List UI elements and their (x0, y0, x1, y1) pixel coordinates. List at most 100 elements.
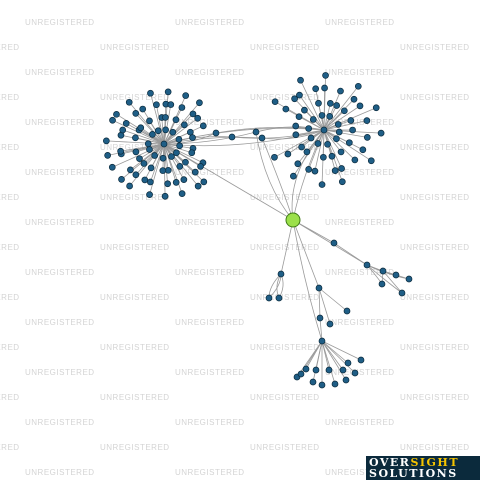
entity-node[interactable] (333, 102, 341, 109)
entity-node[interactable] (325, 366, 333, 374)
entity-node[interactable] (351, 156, 359, 164)
entity-node[interactable] (164, 88, 172, 96)
entity-node[interactable] (146, 117, 153, 125)
entity-node[interactable] (315, 99, 322, 107)
entity-node[interactable] (363, 261, 371, 269)
entity-node[interactable] (292, 122, 300, 130)
entity-node[interactable] (119, 126, 127, 134)
entity-node[interactable] (188, 149, 196, 157)
focus-node[interactable] (285, 212, 301, 228)
entity-node[interactable] (103, 137, 110, 145)
entity-node[interactable] (178, 190, 186, 197)
entity-node[interactable] (392, 271, 400, 279)
entity-node[interactable] (153, 101, 160, 109)
entity-node[interactable] (160, 140, 168, 148)
entity-node[interactable] (312, 366, 320, 374)
entity-node[interactable] (305, 166, 313, 173)
entity-node[interactable] (318, 337, 326, 345)
entity-node[interactable] (318, 381, 326, 389)
entity-node[interactable] (173, 149, 180, 157)
entity-node[interactable] (347, 117, 355, 124)
entity-node[interactable] (309, 378, 317, 386)
entity-node[interactable] (154, 127, 162, 135)
entity-node[interactable] (199, 122, 207, 130)
entity-node[interactable] (354, 82, 362, 90)
entity-node[interactable] (282, 105, 290, 113)
entity-node[interactable] (297, 370, 305, 378)
entity-node[interactable] (159, 154, 167, 162)
entity-node[interactable] (176, 163, 184, 170)
entity-node[interactable] (378, 280, 386, 288)
entity-node[interactable] (176, 142, 183, 150)
entity-node[interactable] (172, 116, 180, 124)
entity-node[interactable] (337, 148, 345, 156)
entity-node[interactable] (290, 172, 297, 180)
entity-node[interactable] (169, 128, 177, 136)
entity-node[interactable] (318, 181, 326, 188)
entity-node[interactable] (363, 117, 371, 124)
entity-node[interactable] (337, 87, 344, 95)
entity-node[interactable] (379, 267, 387, 275)
entity-node[interactable] (162, 114, 169, 121)
entity-node[interactable] (149, 131, 156, 138)
entity-node[interactable] (147, 178, 154, 186)
entity-node[interactable] (294, 160, 302, 168)
entity-node[interactable] (189, 134, 196, 141)
entity-node[interactable] (271, 153, 278, 161)
entity-node[interactable] (212, 129, 220, 137)
entity-node[interactable] (104, 152, 111, 159)
entity-node[interactable] (258, 134, 266, 142)
entity-node[interactable] (326, 113, 334, 120)
entity-node[interactable] (298, 143, 305, 151)
entity-node[interactable] (108, 163, 116, 171)
entity-node[interactable] (182, 158, 189, 166)
entity-node[interactable] (117, 147, 124, 155)
entity-node[interactable] (122, 120, 130, 127)
entity-node[interactable] (151, 152, 159, 159)
entity-node[interactable] (320, 153, 327, 161)
entity-node[interactable] (331, 167, 339, 174)
entity-node[interactable] (172, 178, 180, 186)
entity-node[interactable] (275, 294, 283, 302)
entity-node[interactable] (318, 112, 326, 119)
entity-node[interactable] (345, 139, 353, 147)
entity-node[interactable] (312, 85, 320, 93)
entity-node[interactable] (351, 369, 359, 377)
entity-node[interactable] (372, 104, 380, 112)
entity-node[interactable] (314, 140, 322, 147)
entity-node[interactable] (127, 166, 134, 174)
entity-node[interactable] (167, 101, 175, 108)
entity-node[interactable] (344, 359, 352, 367)
entity-node[interactable] (301, 106, 308, 114)
entity-node[interactable] (194, 182, 202, 190)
entity-node[interactable] (146, 146, 153, 153)
entity-node[interactable] (356, 102, 364, 110)
entity-node[interactable] (340, 107, 348, 115)
entity-node[interactable] (334, 121, 342, 128)
entity-node[interactable] (315, 284, 323, 292)
entity-node[interactable] (147, 89, 154, 97)
entity-node[interactable] (331, 380, 339, 388)
entity-node[interactable] (321, 84, 328, 92)
entity-node[interactable] (335, 128, 343, 136)
entity-node[interactable] (322, 72, 329, 79)
entity-node[interactable] (342, 376, 350, 384)
entity-node[interactable] (271, 98, 279, 106)
entity-node[interactable] (161, 192, 169, 200)
entity-node[interactable] (164, 180, 171, 188)
entity-node[interactable] (141, 176, 149, 184)
entity-node[interactable] (343, 307, 351, 315)
entity-node[interactable] (367, 157, 375, 165)
entity-node[interactable] (109, 116, 116, 124)
entity-node[interactable] (126, 182, 133, 190)
entity-node[interactable] (113, 110, 120, 118)
entity-node[interactable] (305, 125, 313, 132)
entity-node[interactable] (359, 146, 367, 154)
entity-node[interactable] (307, 134, 315, 142)
entity-node[interactable] (265, 294, 273, 302)
entity-node[interactable] (328, 152, 336, 160)
entity-node[interactable] (175, 136, 183, 143)
entity-node[interactable] (302, 365, 310, 373)
entity-node[interactable] (200, 178, 208, 186)
entity-node[interactable] (132, 134, 139, 142)
